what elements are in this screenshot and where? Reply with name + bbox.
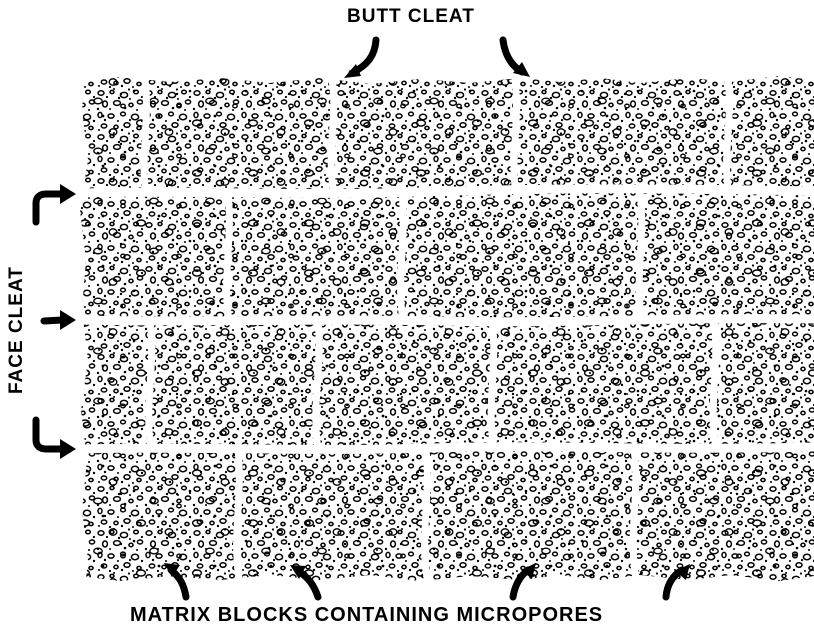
butt-cleat-label: BUTT CLEAT	[347, 6, 475, 28]
face-cleat-label: FACE CLEAT	[2, 250, 32, 410]
face-cleat-2	[82, 319, 814, 322]
coal-body-texture-overlay	[80, 72, 814, 584]
face-cleat-3	[82, 447, 814, 450]
face-cleat-1	[82, 189, 814, 194]
matrix-blocks	[80, 72, 814, 584]
matrix-blocks-label: MATRIX BLOCKS CONTAINING MICROPORES	[130, 604, 603, 627]
